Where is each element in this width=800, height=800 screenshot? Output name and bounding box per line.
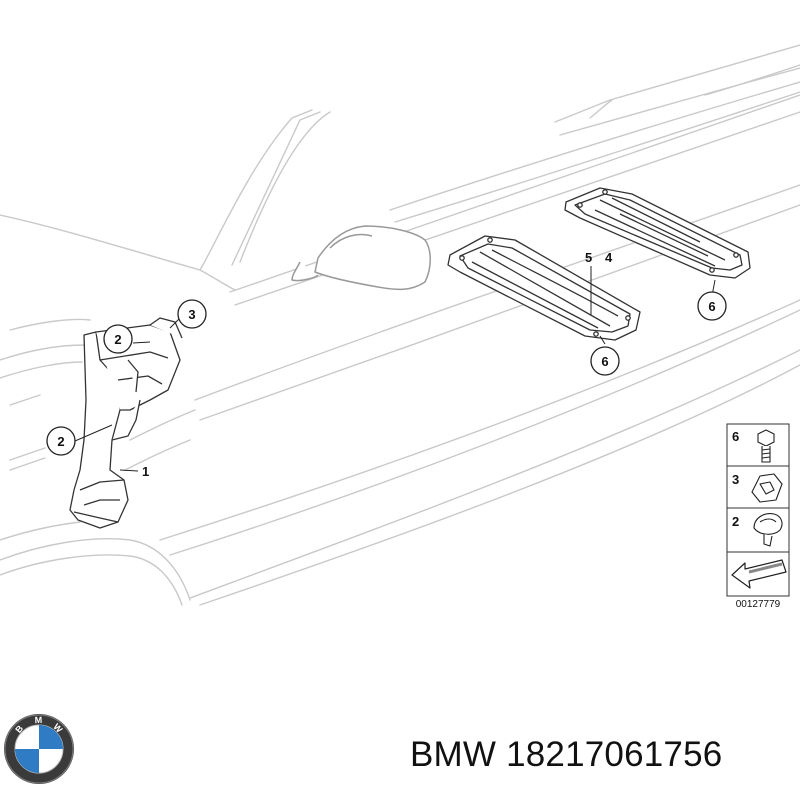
part-number: 18217061756 [506, 735, 723, 774]
clip-icon [751, 473, 783, 503]
callout-6-rear: 6 [697, 291, 727, 321]
callout-label: 1 [142, 464, 149, 479]
callout-label: 2 [57, 434, 64, 449]
logo-letters: M [35, 715, 43, 725]
legend-label: 3 [732, 472, 739, 487]
bmw-logo: B M W [4, 714, 74, 784]
logo-letters: B [13, 723, 25, 735]
brand-part-number: BMW 18217061756 [410, 735, 800, 775]
air-duct-part [69, 317, 183, 529]
callout-3: 3 [177, 299, 207, 329]
legend-label: 6 [732, 429, 739, 444]
car-body-outline [0, 44, 800, 606]
callout-5: 5 [585, 250, 592, 265]
callout-label: 5 [585, 250, 592, 265]
direction-arrow-icon [731, 559, 787, 589]
legend-label: 2 [732, 514, 739, 529]
callout-2-lower: 2 [46, 426, 76, 456]
floor-plate-front [447, 235, 641, 341]
callout-label: 4 [605, 250, 613, 265]
callout-label: 6 [601, 354, 608, 369]
callout-label: 6 [708, 299, 715, 314]
fastener-legend: 6 3 2 [726, 423, 790, 597]
callout-1: 1 [142, 464, 149, 479]
callout-6-front: 6 [590, 346, 620, 376]
callout-label: 3 [188, 307, 195, 322]
brand-name: BMW [410, 735, 497, 774]
callout-label: 2 [114, 332, 121, 347]
callout-4: 4 [605, 250, 613, 265]
expanding-rivet-icon [753, 513, 783, 547]
callout-2-upper: 2 [103, 324, 133, 354]
floor-plate-rear [564, 187, 751, 279]
bolt-icon [757, 429, 775, 463]
diagram-reference-number: 00127779 [736, 599, 781, 610]
side-mirror [291, 225, 431, 291]
